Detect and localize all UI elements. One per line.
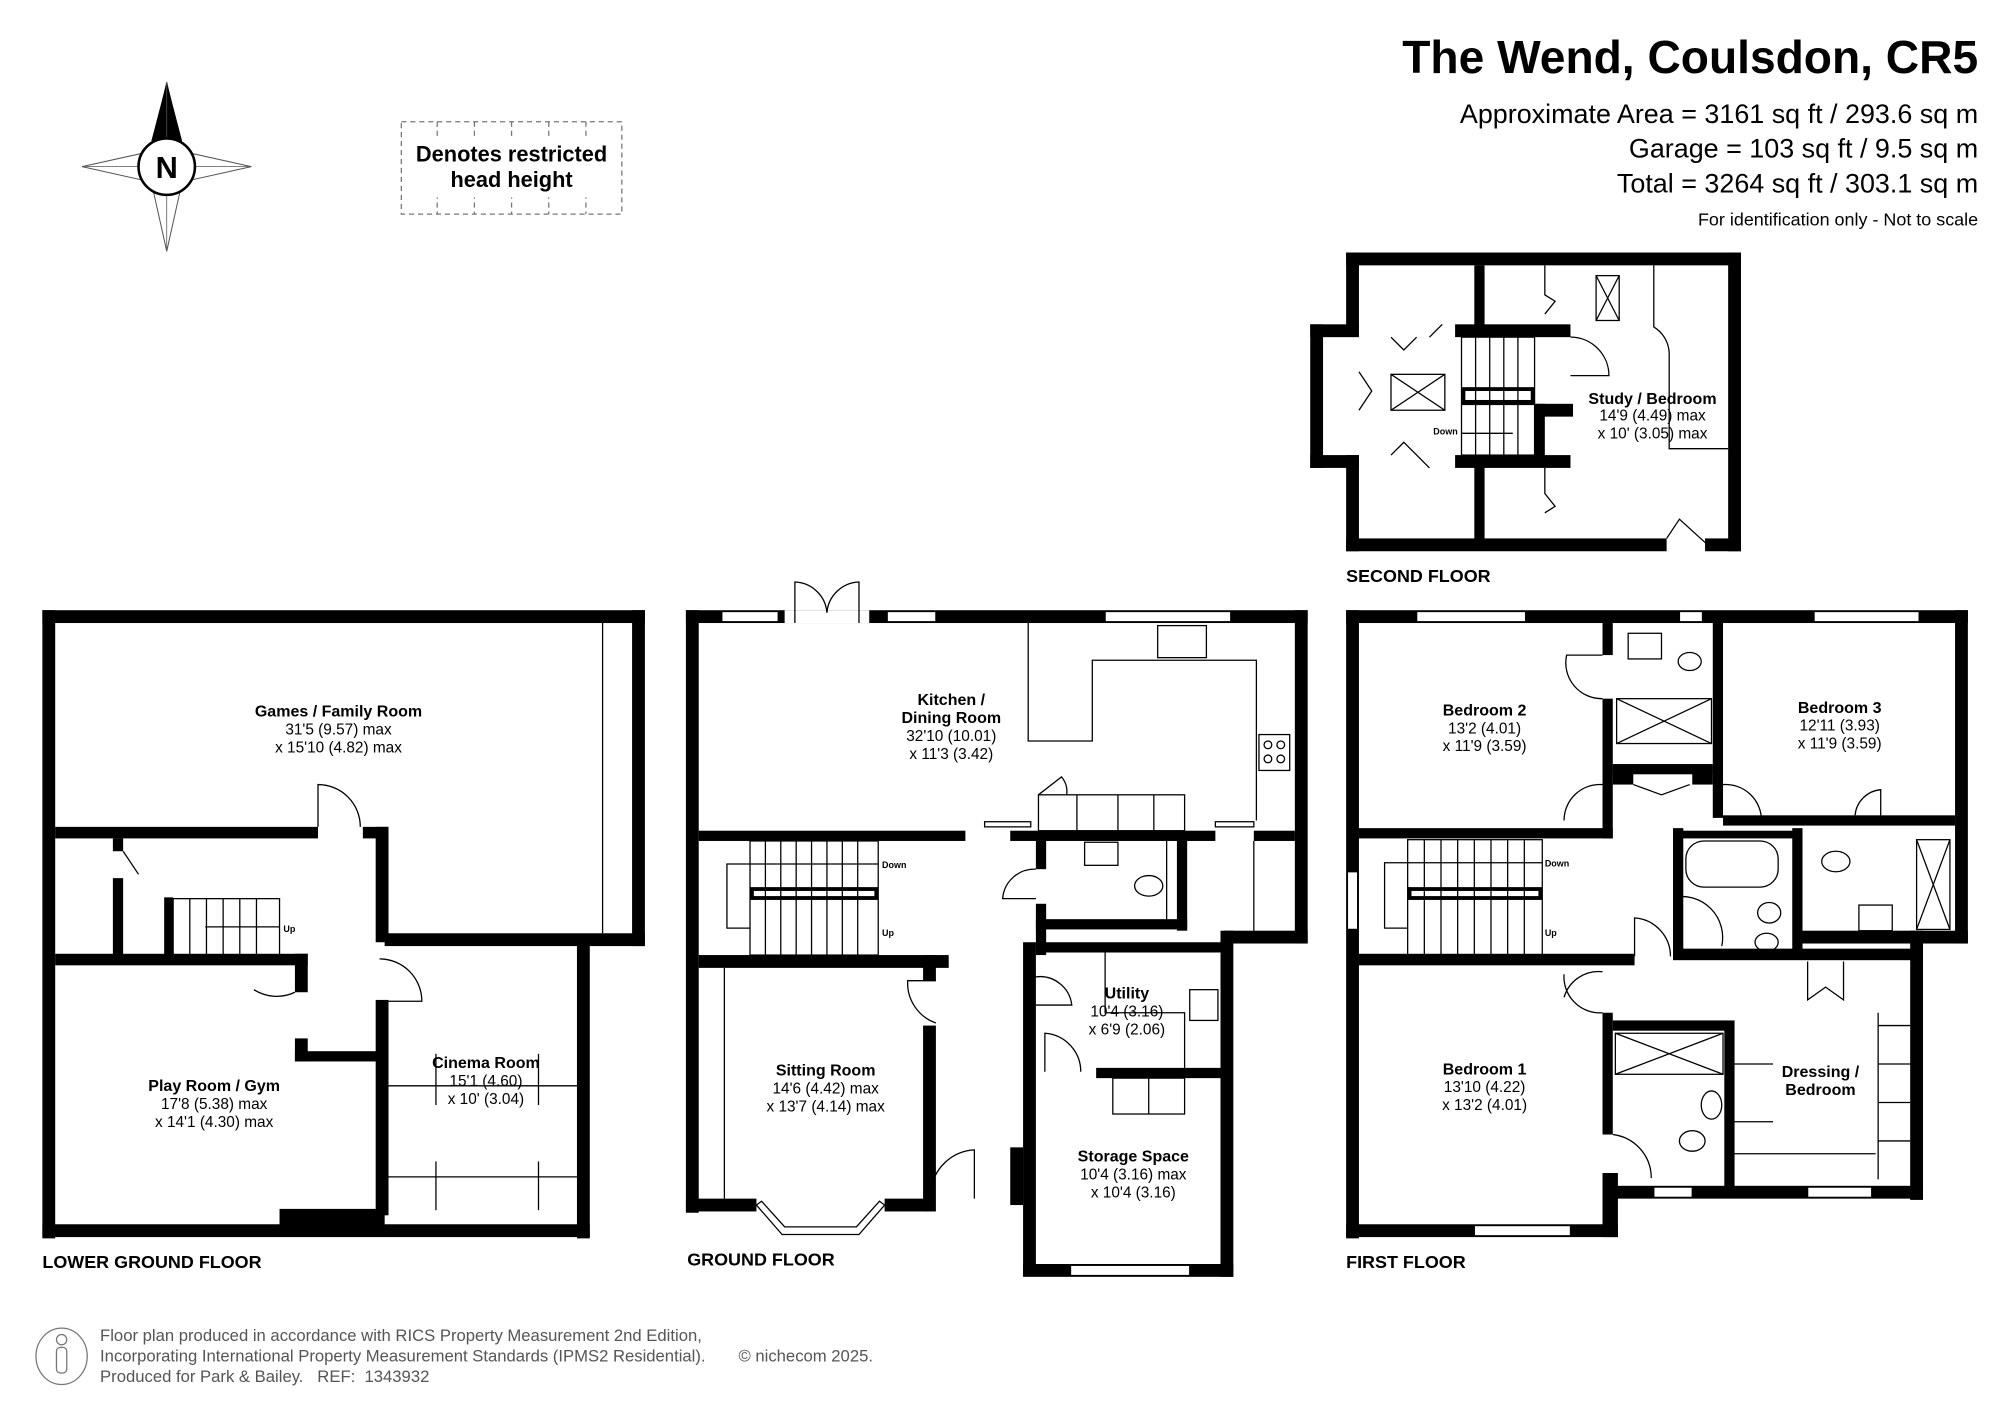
svg-text:x 11'9 (3.59): x 11'9 (3.59) bbox=[1443, 738, 1527, 755]
svg-text:x 10' (3.05) max: x 10' (3.05) max bbox=[1598, 425, 1708, 442]
svg-text:x 6'9 (2.06): x 6'9 (2.06) bbox=[1089, 1022, 1165, 1039]
skylight-icon bbox=[1390, 373, 1446, 411]
ground-floor-plan: Down Up Kitchen / Dining Room 32'10 (10.… bbox=[685, 581, 1308, 1277]
second-floor-plan: Down Study / Bedroom 14'9 (4.49) max x 1… bbox=[1310, 252, 1741, 586]
north-compass-icon: N bbox=[82, 81, 252, 252]
svg-text:Utility: Utility bbox=[1105, 985, 1150, 1003]
wc-basin-icon bbox=[1083, 841, 1119, 866]
kitchen-sink-icon bbox=[1157, 624, 1208, 659]
toilet-icon bbox=[1133, 874, 1164, 897]
total-area: Total = 3264 sq ft / 303.1 sq m bbox=[1617, 168, 1978, 198]
svg-text:x 13'7 (4.14) max: x 13'7 (4.14) max bbox=[766, 1098, 885, 1115]
legend-line-2: head height bbox=[450, 167, 572, 192]
svg-text:10'4 (3.16) max: 10'4 (3.16) max bbox=[1080, 1166, 1187, 1183]
footer-line-2: Incorporating International Property Mea… bbox=[100, 1346, 705, 1365]
svg-text:Study / Bedroom: Study / Bedroom bbox=[1588, 390, 1716, 408]
approximate-area: Approximate Area = 3161 sq ft / 293.6 sq… bbox=[1460, 99, 1978, 129]
svg-text:32'10 (10.01): 32'10 (10.01) bbox=[906, 728, 996, 745]
garage-area: Garage = 103 sq ft / 9.5 sq m bbox=[1629, 134, 1978, 164]
room-storage-space: Storage Space 10'4 (3.16) max x 10'4 (3.… bbox=[1078, 1147, 1189, 1201]
lower-ground-floor-plan: Up Games / Family Room 31'5 (9.57) max x… bbox=[42, 610, 645, 1272]
room-utility: Utility 10'4 (3.16) x 6'9 (2.06) bbox=[1089, 985, 1165, 1039]
room-games-family-room: Games / Family Room 31'5 (9.57) max x 15… bbox=[255, 703, 422, 757]
legend-line-1: Denotes restricted bbox=[416, 142, 607, 167]
gf-stairs-down-label: Down bbox=[882, 860, 906, 870]
svg-text:31'5 (9.57) max: 31'5 (9.57) max bbox=[285, 722, 392, 739]
svg-text:Play Room / Gym: Play Room / Gym bbox=[148, 1077, 280, 1095]
utility-sink-icon bbox=[1189, 989, 1219, 1022]
restricted-height-legend: Denotes restricted head height bbox=[400, 121, 623, 215]
svg-text:17'8 (5.38) max: 17'8 (5.38) max bbox=[161, 1096, 268, 1113]
skylight-icon bbox=[1595, 274, 1620, 322]
svg-text:Bedroom: Bedroom bbox=[1785, 1081, 1855, 1099]
gf-staircase: Down Up bbox=[726, 840, 906, 956]
svg-text:10'4 (3.16): 10'4 (3.16) bbox=[1090, 1004, 1163, 1021]
hob-icon bbox=[1258, 733, 1291, 772]
rics-person-icon bbox=[35, 1327, 88, 1386]
svg-text:Cinema Room: Cinema Room bbox=[432, 1054, 540, 1072]
svg-text:x 11'3 (3.42): x 11'3 (3.42) bbox=[909, 746, 993, 763]
svg-text:Bedroom 1: Bedroom 1 bbox=[1443, 1060, 1527, 1078]
svg-text:Sitting Room: Sitting Room bbox=[776, 1062, 876, 1080]
floor-label-lower-ground: LOWER GROUND FLOOR bbox=[42, 1252, 261, 1272]
room-study-bedroom: Study / Bedroom 14'9 (4.49) max x 10' (3… bbox=[1588, 390, 1716, 443]
bath-icon bbox=[1685, 840, 1779, 888]
floor-label-ground: GROUND FLOOR bbox=[687, 1249, 835, 1269]
svg-text:x 13'2 (4.01): x 13'2 (4.01) bbox=[1442, 1097, 1527, 1114]
gf-stairs-up-label: Up bbox=[882, 928, 894, 938]
svg-text:Bedroom 2: Bedroom 2 bbox=[1443, 701, 1527, 719]
svg-text:14'9 (4.49) max: 14'9 (4.49) max bbox=[1599, 407, 1706, 424]
property-title: The Wend, Coulsdon, CR5 bbox=[1402, 31, 1978, 83]
svg-text:Storage Space: Storage Space bbox=[1078, 1147, 1189, 1165]
shower-icon bbox=[1915, 839, 1951, 931]
ff-staircase: Down Up bbox=[1383, 839, 1569, 956]
svg-text:12'11 (3.93): 12'11 (3.93) bbox=[1799, 718, 1879, 735]
first-floor-plan: Down Up Bedroom 2 13'2 (4.01) x 11'9 (3.… bbox=[1346, 610, 1968, 1272]
svg-text:x 14'1 (4.30) max: x 14'1 (4.30) max bbox=[155, 1114, 274, 1131]
sf-stairs-down-label: Down bbox=[1433, 427, 1457, 437]
room-cinema-room: Cinema Room 15'1 (4.60) x 10' (3.04) bbox=[432, 1054, 540, 1108]
svg-text:x 10' (3.04): x 10' (3.04) bbox=[448, 1091, 524, 1108]
svg-text:x 10'4 (3.16): x 10'4 (3.16) bbox=[1091, 1184, 1176, 1201]
shower-tray-icon bbox=[1615, 698, 1713, 745]
svg-text:13'10 (4.22): 13'10 (4.22) bbox=[1444, 1079, 1526, 1096]
ff-stairs-down-label: Down bbox=[1545, 859, 1569, 869]
svg-text:13'2 (4.01): 13'2 (4.01) bbox=[1448, 720, 1521, 737]
svg-text:Dressing /: Dressing / bbox=[1782, 1063, 1860, 1081]
lgf-staircase: Up bbox=[172, 898, 296, 956]
room-play-room-gym: Play Room / Gym 17'8 (5.38) max x 14'1 (… bbox=[148, 1077, 280, 1131]
floor-label-second: SECOND FLOOR bbox=[1346, 566, 1491, 586]
room-bedroom-2: Bedroom 2 13'2 (4.01) x 11'9 (3.59) bbox=[1443, 701, 1527, 755]
svg-text:Bedroom 3: Bedroom 3 bbox=[1798, 699, 1882, 717]
floor-label-first: FIRST FLOOR bbox=[1346, 1252, 1466, 1272]
ff-stairs-up-label: Up bbox=[1545, 928, 1557, 938]
footer-line-3: Produced for Park & Bailey. REF: 1343932 bbox=[100, 1367, 429, 1386]
lgf-stairs-up-label: Up bbox=[283, 924, 295, 934]
svg-text:Dining Room: Dining Room bbox=[901, 709, 1001, 727]
svg-text:15'1 (4.60): 15'1 (4.60) bbox=[449, 1073, 522, 1090]
room-dressing-bedroom: Dressing / Bedroom bbox=[1782, 1063, 1860, 1099]
svg-text:Games / Family Room: Games / Family Room bbox=[255, 703, 422, 721]
footer-copyright: © nichecom 2025. bbox=[738, 1346, 872, 1365]
ensuite-basin-icon bbox=[1627, 632, 1663, 660]
footer-line-1: Floor plan produced in accordance with R… bbox=[100, 1326, 702, 1345]
sf-staircase: Down bbox=[1433, 336, 1536, 456]
room-bedroom-3: Bedroom 3 12'11 (3.93) x 11'9 (3.59) bbox=[1798, 699, 1882, 753]
room-sitting-room: Sitting Room 14'6 (4.42) max x 13'7 (4.1… bbox=[766, 1062, 885, 1116]
svg-text:x 15'10 (4.82) max: x 15'10 (4.82) max bbox=[275, 740, 402, 757]
room-kitchen-dining-room: Kitchen / Dining Room 32'10 (10.01) x 11… bbox=[901, 691, 1001, 763]
svg-text:14'6 (4.42) max: 14'6 (4.42) max bbox=[772, 1081, 879, 1098]
svg-text:Kitchen /: Kitchen / bbox=[917, 691, 985, 709]
room-bedroom-1: Bedroom 1 13'10 (4.22) x 13'2 (4.01) bbox=[1442, 1060, 1527, 1114]
scale-note: For identification only - Not to scale bbox=[1698, 210, 1978, 230]
svg-text:x 11'9 (3.59): x 11'9 (3.59) bbox=[1798, 736, 1882, 753]
compass-letter: N bbox=[156, 150, 178, 185]
